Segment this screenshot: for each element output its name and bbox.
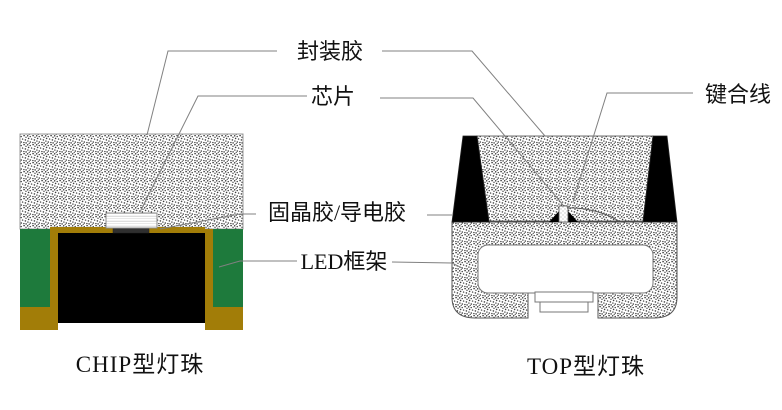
- chip-leader-left: [139, 95, 307, 213]
- top-bottom-lead-outer: [534, 291, 594, 303]
- top-die: [558, 205, 569, 223]
- led-frame-leader-left: [218, 260, 297, 268]
- labels: 封装胶 芯片 键合线 固晶胶/导电胶 LED框架 CHIP型灯珠 TOP型灯珠: [76, 39, 771, 379]
- chip-die: [105, 212, 158, 229]
- label-led-frame: LED框架: [301, 249, 388, 274]
- chip-right-solder-pad: [205, 307, 243, 330]
- caption-chip-type: CHIP型灯珠: [76, 352, 204, 377]
- caption-top-type: TOP型灯珠: [527, 354, 645, 379]
- top-led-structure: [451, 135, 678, 319]
- bonding-wire-leader: [572, 92, 693, 203]
- chip-black-substrate-cavity: [58, 233, 205, 323]
- label-chip: 芯片: [311, 84, 355, 109]
- chip-leadframe-right-liner: [205, 229, 213, 307]
- label-die-attach: 固晶胶/导电胶: [268, 200, 406, 225]
- leader-lines: [139, 50, 693, 269]
- top-die-attach-fillet-left: [549, 211, 559, 222]
- chip-left-solder-pad: [20, 307, 58, 330]
- encapsulant-leader-right: [382, 50, 546, 137]
- chip-leadframe-left-liner: [50, 229, 58, 307]
- die-attach-leader-left: [159, 213, 256, 230]
- label-encapsulant: 封装胶: [297, 39, 363, 64]
- chip-led-structure: [19, 133, 244, 330]
- chip-frame-right-wall: [213, 229, 243, 307]
- top-bottom-lead-inner: [539, 301, 589, 313]
- encapsulant-leader-left: [146, 50, 277, 136]
- top-reflector-right-wall: [642, 135, 678, 223]
- top-die-attach-fillet-right: [568, 211, 578, 222]
- top-bonding-wire: [566, 207, 620, 222]
- top-reflector-left-wall: [451, 135, 490, 223]
- label-bonding-wire: 键合线: [705, 82, 771, 107]
- top-leadframe-cavity: [477, 244, 654, 294]
- led-frame-leader-right: [391, 261, 463, 269]
- chip-frame-left-wall: [20, 229, 50, 307]
- chip-leader-right: [380, 97, 564, 206]
